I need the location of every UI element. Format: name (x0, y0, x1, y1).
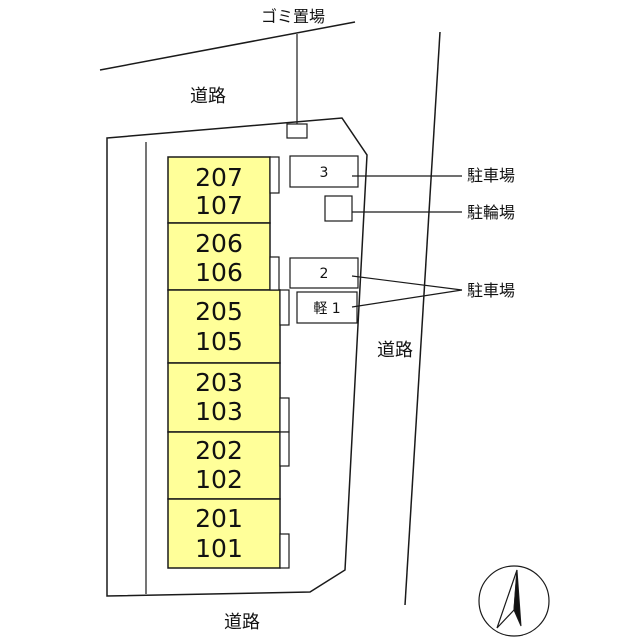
entrance-box (269, 256, 280, 291)
road-label-top: 道路 (190, 86, 226, 107)
entrance-box (269, 156, 280, 194)
bicycle-parking-box (324, 195, 353, 222)
unit-upper: 206 (195, 229, 243, 258)
parking-space-3-label: 3 (320, 165, 329, 181)
unit-block (167, 156, 271, 224)
unit-lower: 103 (195, 397, 243, 426)
road-edge-top (99, 21, 356, 71)
parking-space-2-label: 2 (320, 266, 329, 282)
unit-lower: 101 (195, 534, 243, 563)
unit-upper: 203 (195, 368, 243, 397)
entrance-markers (269, 156, 290, 569)
entrance-box (279, 289, 290, 326)
unit-lower: 105 (195, 327, 243, 356)
garbage-area-box (286, 123, 308, 139)
unit-lower: 107 (195, 191, 243, 220)
parking-space-kei1 (296, 291, 358, 324)
entrance-box (279, 397, 290, 433)
entrance-box (279, 431, 290, 467)
road-edge-right (404, 31, 441, 606)
unit-upper: 205 (195, 297, 243, 326)
road-label-right: 道路 (377, 340, 413, 361)
parking-label-top: 駐車場 (467, 166, 515, 185)
unit-upper: 201 (195, 504, 243, 533)
unit-lower: 102 (195, 465, 243, 494)
unit-lower: 106 (195, 258, 243, 287)
entrance-box (279, 533, 290, 569)
parking-mid-leader-b (351, 289, 463, 308)
parking-space-2 (289, 257, 359, 289)
parking-space-3 (289, 155, 359, 188)
parking-mid-leader-a (351, 275, 463, 291)
garbage-label: ゴミ置場 (261, 7, 325, 26)
unit-list: 207 107 206 106 205 105 203 103 202 102 … (167, 156, 281, 569)
parking-space-kei1-label: 軽 1 (313, 301, 340, 317)
bicycle-parking-label: 駐輪場 (467, 203, 515, 222)
unit-block (167, 498, 281, 569)
parking-label-mid: 駐車場 (467, 281, 515, 300)
unit-upper: 202 (195, 436, 243, 465)
unit-upper: 207 (195, 163, 243, 192)
road-label-bottom: 道路 (224, 612, 260, 633)
north-arrow-icon (478, 565, 550, 637)
